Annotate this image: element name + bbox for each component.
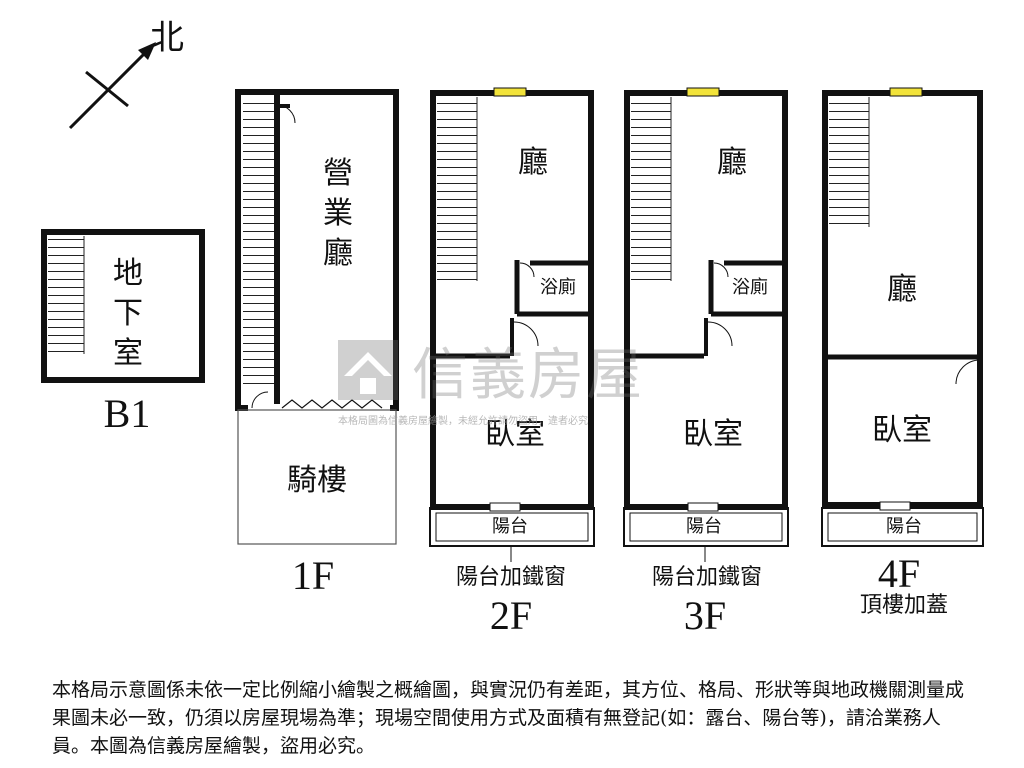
3f-hall-label: 廳 <box>717 145 747 180</box>
b1-stairs <box>48 236 84 354</box>
brand-watermark-subtext: 本格局圖為信義房屋繪製，未經允許請勿盜用，違者必究 <box>338 416 588 427</box>
1f-stairs <box>243 96 275 386</box>
1f-folding-door <box>281 399 383 409</box>
4f-stairs <box>829 97 869 227</box>
3f-note: 陽台加鐵窗 <box>651 565 762 590</box>
3f-balcony-label: 陽台 <box>686 516 722 537</box>
brand-watermark-text: 信義房屋 <box>412 342 644 408</box>
compass-arrow <box>68 42 156 130</box>
brand-logo-icon <box>338 340 398 400</box>
4f-note: 頂樓加蓋 <box>859 593 948 618</box>
4f-balcony-label: 陽台 <box>886 516 922 537</box>
4f-window <box>889 87 923 97</box>
3f-bedroom-label: 臥室 <box>683 417 743 452</box>
3f-stairs <box>631 97 671 281</box>
1f-arcade-outline <box>237 409 397 545</box>
1f-floor-label: 1F <box>291 553 335 598</box>
3f-floor-label: 3F <box>683 593 727 638</box>
b1-room-label: 地 下 室 <box>113 256 143 371</box>
4f-bedroom-label: 臥室 <box>872 413 932 448</box>
compass-north-label: 北 <box>150 18 184 58</box>
2f-stairs <box>437 97 477 281</box>
floor-b1-plan <box>41 229 205 383</box>
3f-window <box>686 87 720 97</box>
4f-floor-label: 4F <box>877 551 921 596</box>
floor-4f-plan <box>821 87 984 547</box>
2f-window <box>493 87 527 97</box>
floor-3f-plan <box>623 87 789 562</box>
2f-floor-label: 2F <box>489 593 533 638</box>
floor-2f-plan <box>429 87 595 562</box>
2f-note: 陽台加鐵窗 <box>455 565 566 590</box>
disclaimer-text: 本格局示意圖係未依一定比例縮小繪製之概繪圖，與實況仍有差距，其方位、格局、形狀等… <box>52 679 965 757</box>
brand-watermark: 信義房屋 <box>336 338 696 408</box>
2f-bath-label: 浴廁 <box>540 277 576 298</box>
1f-arcade-label: 騎樓 <box>287 463 347 498</box>
2f-hall-label: 廳 <box>518 145 548 180</box>
4f-hall-label: 廳 <box>887 272 917 307</box>
2f-balcony-label: 陽台 <box>492 516 528 537</box>
b1-floor-label: B1 <box>103 391 151 436</box>
1f-main-room-label: 營 業 廳 <box>323 156 353 271</box>
2f-bedroom-label: 臥室 <box>485 417 545 452</box>
floor-1f-plan <box>235 89 399 545</box>
3f-bath-label: 浴廁 <box>732 277 768 298</box>
